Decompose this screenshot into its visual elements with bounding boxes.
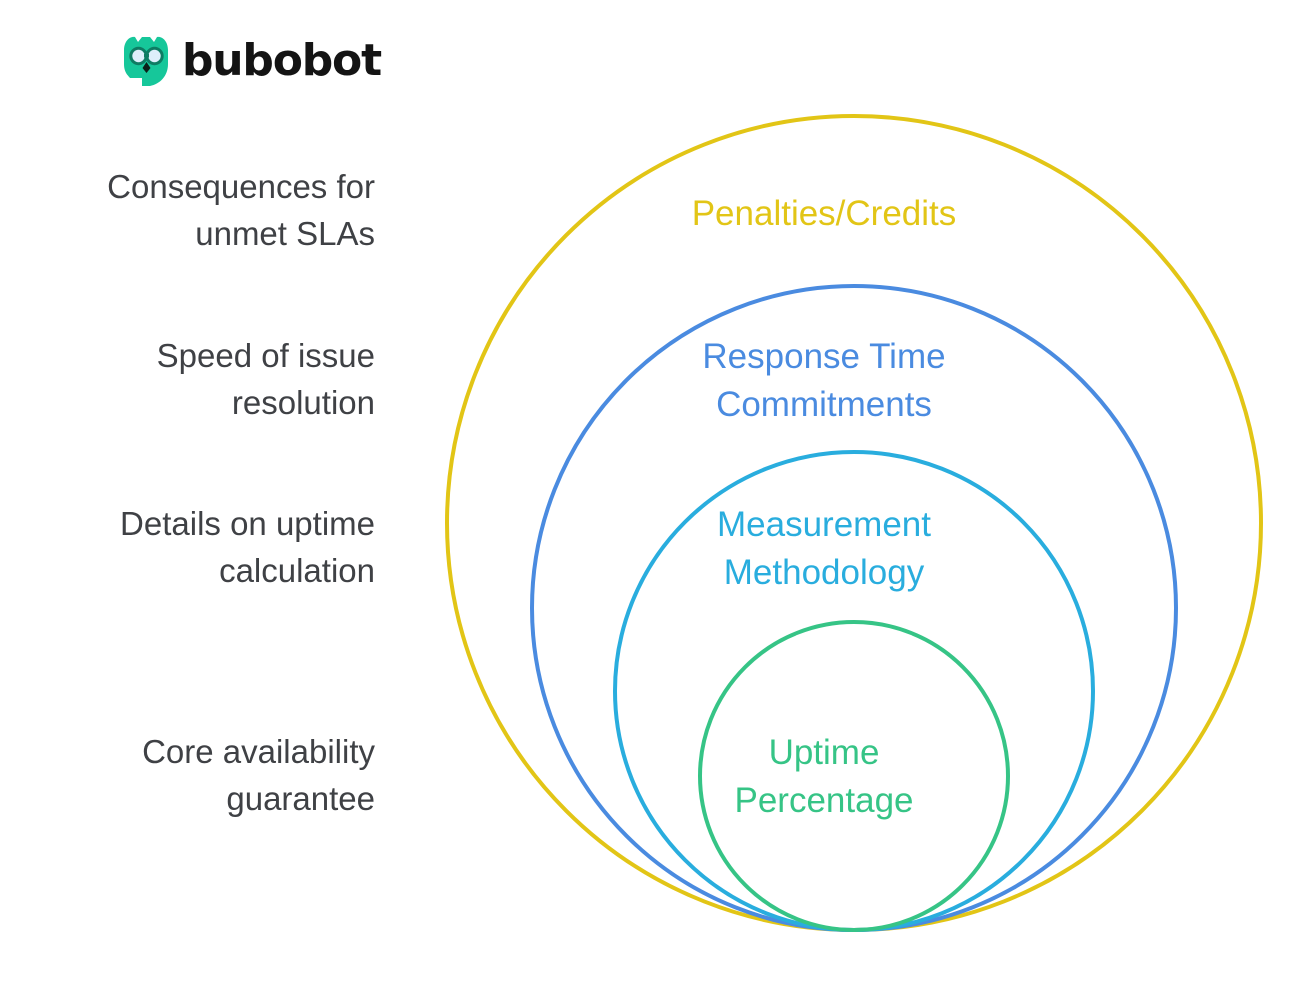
nested-circles-diagram: Penalties/Credits Response Time Commitme… (395, 0, 1310, 982)
ring-circle-measurement (613, 450, 1095, 932)
side-label-response-time: Speed of issue resolution (156, 337, 375, 421)
ring-circle-penalties (445, 114, 1263, 932)
brand-wordmark: bubobot (182, 35, 382, 86)
ring-circle-uptime (698, 620, 1010, 932)
brand-logo: bubobot (120, 34, 382, 88)
side-label-column: Consequences for unmet SLAs Speed of iss… (0, 0, 395, 982)
side-label-uptime: Core availability guarantee (142, 733, 375, 817)
owl-logo-icon (120, 34, 172, 88)
circles-svg (445, 114, 1263, 932)
side-label-measurement: Details on uptime calculation (120, 505, 375, 589)
side-label-penalties: Consequences for unmet SLAs (107, 168, 375, 252)
